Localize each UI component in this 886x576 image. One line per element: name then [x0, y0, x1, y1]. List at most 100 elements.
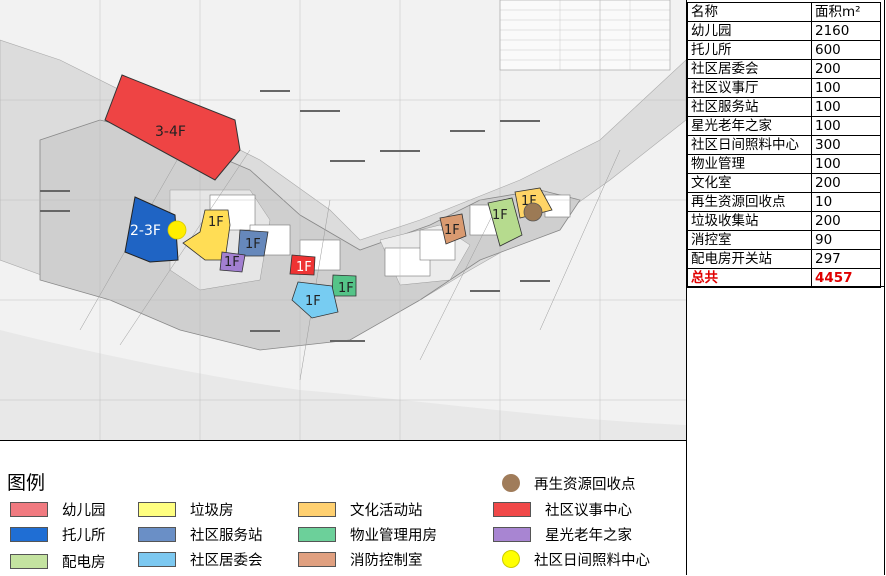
kindergarten-floors: 3-4F — [155, 124, 186, 140]
kindergarten-block: 3-4F — [104, 74, 241, 181]
row-area: 100 — [811, 97, 881, 117]
hall-floors: 1F — [296, 260, 312, 275]
nursery-swatch — [10, 526, 48, 542]
legend-label: 再生资源回收点 — [534, 476, 636, 493]
row-area: 297 — [811, 249, 881, 269]
elderly-block: 1F — [219, 251, 246, 273]
property-swatch — [298, 526, 336, 542]
nursery-block: 2-3F — [124, 196, 179, 263]
service-block: 1F — [237, 229, 269, 257]
hall-block: 1F — [289, 254, 316, 276]
total-area: 4457 — [811, 268, 881, 288]
row-area: 300 — [811, 135, 881, 155]
row-name: 社区日间照料中心 — [687, 135, 812, 155]
row-area: 2160 — [811, 21, 881, 41]
row-name: 托儿所 — [687, 40, 812, 60]
elderly-swatch — [493, 526, 531, 542]
hall-swatch — [493, 501, 531, 517]
legend-label: 垃圾房 — [190, 502, 234, 519]
legend-label: 社区服务站 — [190, 527, 263, 544]
table-bottom-rule — [687, 286, 884, 287]
header-area: 面积m² — [811, 2, 881, 22]
legend-label: 星光老年之家 — [545, 527, 632, 544]
recycle-dot — [502, 474, 520, 492]
row-name: 文化室 — [687, 173, 812, 193]
legend-item-property: 物业管理用房 — [298, 523, 437, 545]
row-area: 200 — [811, 59, 881, 79]
daycare-dot — [502, 550, 520, 568]
row-name: 再生资源回收点 — [687, 192, 812, 212]
site-plan-drawing: 3-4F 2-3F 1F 1F 1F 1F 1F 1F 1F 1F 1F — [0, 0, 687, 440]
legend-item-elderly: 星光老年之家 — [493, 523, 632, 545]
power-block: 1F — [487, 197, 523, 247]
legend-item-recycle: 再生资源回收点 — [502, 472, 636, 494]
fire-floors: 1F — [444, 223, 460, 238]
legend-label: 幼儿园 — [62, 502, 106, 519]
nursery-floors: 2-3F — [130, 223, 161, 239]
row-name: 配电房开关站 — [687, 249, 812, 269]
right-edge — [884, 0, 885, 575]
table-total-row: 总共 4457 — [687, 268, 881, 288]
total-label: 总共 — [687, 268, 812, 288]
row-area: 10 — [811, 192, 881, 212]
service-floors: 1F — [245, 237, 261, 252]
row-area: 600 — [811, 40, 881, 60]
garbage-floors: 1F — [208, 215, 224, 230]
row-name: 垃圾收集站 — [687, 211, 812, 231]
site-plan: 3-4F 2-3F 1F 1F 1F 1F 1F 1F 1F 1F 1F — [0, 0, 687, 440]
garbage-block: 1F — [182, 209, 231, 261]
legend-label: 物业管理用房 — [350, 527, 437, 544]
legend-item-kindergarten: 幼儿园 — [10, 498, 106, 520]
row-name: 社区服务站 — [687, 97, 812, 117]
daycare-center-marker — [167, 220, 187, 240]
row-name: 消控室 — [687, 230, 812, 250]
property-block: 1F — [331, 274, 357, 297]
legend-label: 社区议事中心 — [545, 502, 632, 519]
recycle-point-marker — [523, 202, 543, 222]
legend-label: 消防控制室 — [350, 552, 423, 569]
row-area: 100 — [811, 78, 881, 98]
legend-label: 文化活动站 — [350, 502, 423, 519]
kindergarten-swatch — [10, 501, 48, 517]
legend-item-power: 配电房 — [10, 550, 106, 572]
row-name: 社区议事厅 — [687, 78, 812, 98]
row-area: 100 — [811, 116, 881, 136]
row-area: 200 — [811, 173, 881, 193]
power-swatch — [10, 553, 48, 569]
fire-swatch — [298, 551, 336, 567]
header-name: 名称 — [687, 2, 812, 22]
committee-swatch — [138, 551, 176, 567]
power-floors: 1F — [492, 208, 508, 223]
legend-item-committee: 社区居委会 — [138, 548, 263, 570]
legend-item-culture: 文化活动站 — [298, 498, 423, 520]
committee-block: 1F — [291, 281, 339, 319]
elderly-floors: 1F — [224, 255, 240, 270]
row-name: 星光老年之家 — [687, 116, 812, 136]
divider — [686, 0, 687, 575]
legend-item-hall: 社区议事中心 — [493, 498, 632, 520]
legend-item-nursery: 托儿所 — [10, 523, 106, 545]
property-floors: 1F — [338, 281, 354, 296]
row-name: 物业管理 — [687, 154, 812, 174]
row-name: 幼儿园 — [687, 21, 812, 41]
row-area: 100 — [811, 154, 881, 174]
row-name: 社区居委会 — [687, 59, 812, 79]
legend-item-fire: 消防控制室 — [298, 548, 423, 570]
legend-item-daycare: 社区日间照料中心 — [502, 548, 650, 570]
table-header-row: 名称 面积m² — [687, 2, 881, 22]
row-area: 90 — [811, 230, 881, 250]
culture-swatch — [298, 501, 336, 517]
